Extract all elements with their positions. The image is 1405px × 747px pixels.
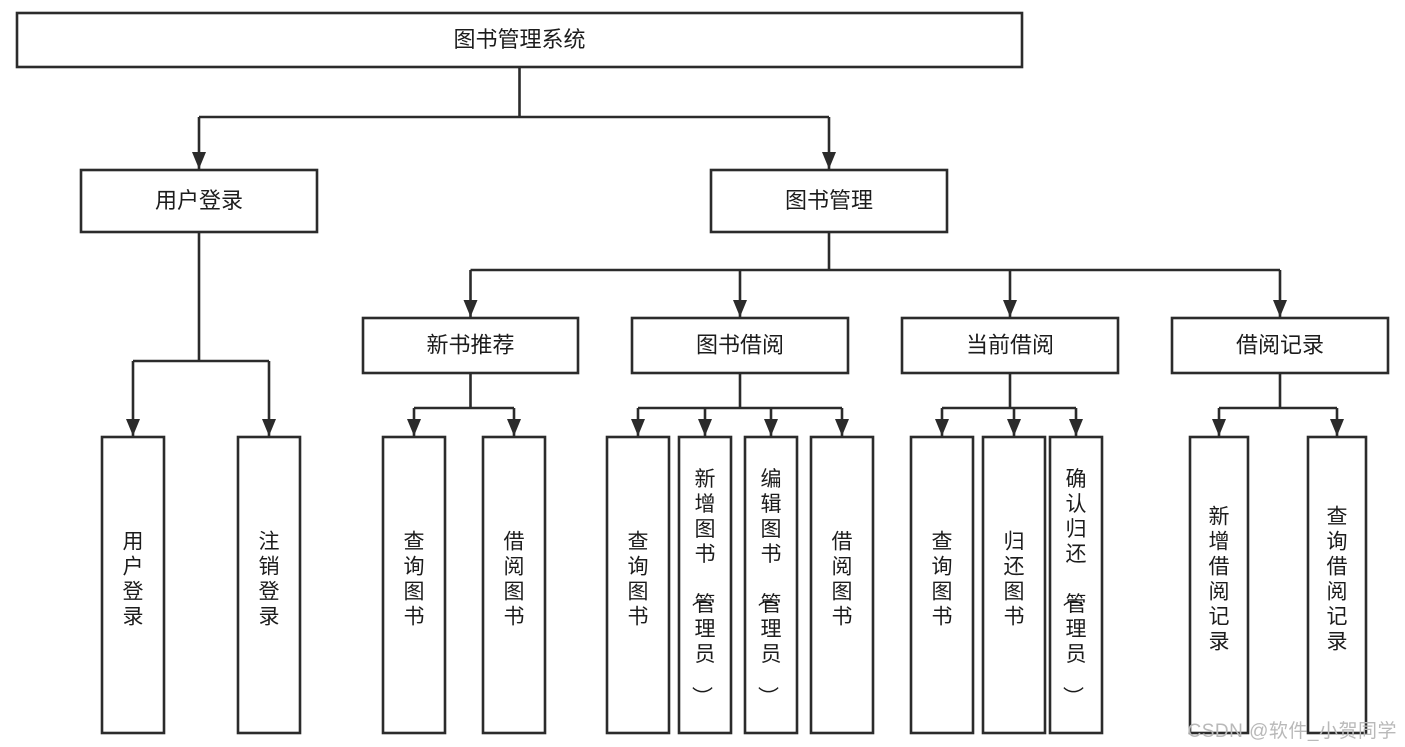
node-label-leaf-query-book-2: 查询图书 (628, 531, 649, 629)
node-leaf-query-book-1[interactable]: 查询图书 (381, 435, 447, 735)
arrow-head (407, 419, 421, 436)
node-box-leaf-edit-book (743, 435, 799, 735)
node-label-current-borrow: 当前借阅 (966, 332, 1054, 357)
node-leaf-borrow-book-2[interactable]: 借阅图书 (809, 435, 875, 735)
node-new-book-recommend[interactable]: 新书推荐 (361, 316, 580, 375)
node-label-leaf-add-record: 新增借阅记录 (1209, 506, 1230, 654)
arrow-head (835, 419, 849, 436)
boxes-layer: 图书管理系统用户登录图书管理新书推荐图书借阅当前借阅借阅记录用户登录注销登录查询… (15, 11, 1390, 735)
node-box-root (15, 11, 1024, 69)
node-leaf-borrow-book-1[interactable]: 借阅图书 (481, 435, 547, 735)
arrow-head (764, 419, 778, 436)
node-box-leaf-query-book-1 (381, 435, 447, 735)
node-box-new-book-recommend (361, 316, 580, 375)
arrow-head (1007, 419, 1021, 436)
node-user-login[interactable]: 用户登录 (79, 168, 319, 234)
node-box-user-login (79, 168, 319, 234)
node-label-leaf-confirm-return: 确认归还（管理员） (1061, 468, 1087, 707)
node-book-manage[interactable]: 图书管理 (709, 168, 949, 234)
connectors-layer (126, 67, 1344, 436)
node-label-leaf-return-book: 归还图书 (1004, 531, 1025, 629)
node-leaf-query-book-3[interactable]: 查询图书 (909, 435, 975, 735)
node-leaf-edit-book[interactable]: 编辑图书（管理员） (743, 435, 799, 735)
node-label-leaf-user-login: 用户登录 (123, 531, 144, 629)
node-leaf-return-book[interactable]: 归还图书 (981, 435, 1047, 735)
node-label-leaf-borrow-book-2: 借阅图书 (832, 531, 853, 629)
arrow-head (935, 419, 949, 436)
node-box-leaf-borrow-book-1 (481, 435, 547, 735)
node-label-user-login: 用户登录 (155, 188, 243, 213)
node-box-leaf-query-record (1306, 435, 1368, 735)
arrow-head (126, 419, 140, 436)
node-leaf-confirm-return[interactable]: 确认归还（管理员） (1048, 435, 1104, 735)
arrow-head (463, 300, 478, 317)
node-label-book-borrow: 图书借阅 (696, 332, 784, 357)
node-label-leaf-query-book-1: 查询图书 (404, 531, 425, 629)
node-box-leaf-user-login (100, 435, 166, 735)
arrow-head (1330, 419, 1344, 436)
node-leaf-add-book[interactable]: 新增图书（管理员） (677, 435, 733, 735)
node-label-leaf-query-book-3: 查询图书 (932, 531, 953, 629)
node-label-root: 图书管理系统 (453, 27, 585, 52)
node-box-leaf-borrow-book-2 (809, 435, 875, 735)
arrow-head (507, 419, 521, 436)
node-box-book-manage (709, 168, 949, 234)
arrow-head (631, 419, 645, 436)
node-box-leaf-query-book-2 (605, 435, 671, 735)
node-current-borrow[interactable]: 当前借阅 (900, 316, 1120, 375)
node-label-leaf-borrow-book-1: 借阅图书 (504, 531, 525, 629)
arrow-head (1003, 300, 1017, 317)
arrow-head (192, 152, 206, 169)
node-leaf-query-book-2[interactable]: 查询图书 (605, 435, 671, 735)
node-box-current-borrow (900, 316, 1120, 375)
node-box-leaf-query-book-3 (909, 435, 975, 735)
node-box-leaf-add-record (1188, 435, 1250, 735)
arrow-head (822, 152, 836, 169)
node-label-leaf-edit-book: 编辑图书（管理员） (756, 468, 782, 707)
node-label-leaf-query-record: 查询借阅记录 (1327, 506, 1348, 654)
node-root[interactable]: 图书管理系统 (15, 11, 1024, 69)
arrow-head (1212, 419, 1226, 436)
node-label-book-manage: 图书管理 (785, 188, 873, 213)
node-box-leaf-return-book (981, 435, 1047, 735)
watermark-text: CSDN @软件_小贺同学 (1187, 721, 1397, 742)
node-leaf-query-record[interactable]: 查询借阅记录 (1306, 435, 1368, 735)
arrow-head (1069, 419, 1083, 436)
node-label-borrow-records: 借阅记录 (1236, 332, 1324, 357)
arrow-head (262, 419, 276, 436)
node-box-leaf-add-book (677, 435, 733, 735)
arrow-head (698, 419, 712, 436)
node-book-borrow[interactable]: 图书借阅 (630, 316, 850, 375)
node-label-leaf-logout: 注销登录 (259, 531, 280, 629)
node-box-leaf-logout (236, 435, 302, 735)
node-box-borrow-records (1170, 316, 1390, 375)
arrow-head (1273, 300, 1287, 317)
node-box-book-borrow (630, 316, 850, 375)
node-box-leaf-confirm-return (1048, 435, 1104, 735)
arrow-head (733, 300, 747, 317)
node-leaf-user-login[interactable]: 用户登录 (100, 435, 166, 735)
node-borrow-records[interactable]: 借阅记录 (1170, 316, 1390, 375)
node-label-new-book-recommend: 新书推荐 (426, 332, 514, 357)
node-leaf-add-record[interactable]: 新增借阅记录 (1188, 435, 1250, 735)
node-leaf-logout[interactable]: 注销登录 (236, 435, 302, 735)
node-label-leaf-add-book: 新增图书（管理员） (690, 468, 716, 707)
